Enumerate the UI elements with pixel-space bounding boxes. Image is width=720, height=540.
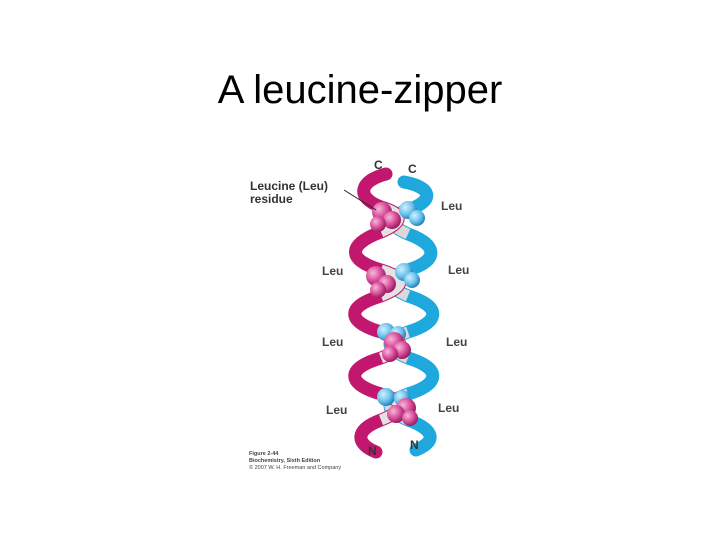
n-terminus-right-label: N xyxy=(410,438,419,452)
callout-line-1: Leucine (Leu) xyxy=(250,179,329,193)
leucine-zipper-figure: C C N N Leucine (Leu) residue Leu Leu Le… xyxy=(236,152,496,482)
leu-label: Leu xyxy=(326,403,348,417)
callout-line-2: residue xyxy=(250,192,293,206)
leu-label: Leu xyxy=(322,264,344,278)
leu-label: Leu xyxy=(448,263,470,277)
leucine-cluster xyxy=(377,388,418,426)
c-terminus-left-label: C xyxy=(374,158,383,172)
leucine-cluster xyxy=(377,323,411,362)
c-terminus-right-label: C xyxy=(408,162,417,176)
leucine-cluster xyxy=(370,201,425,232)
leu-label: Leu xyxy=(438,401,460,415)
leu-label: Leu xyxy=(441,199,463,213)
credit-book-title: Biochemistry, Sixth Edition xyxy=(249,458,321,464)
n-terminus-left-label: N xyxy=(368,444,377,458)
callout-pointer-line xyxy=(343,189,377,211)
leucine-residue-callout: Leucine (Leu) residue xyxy=(250,180,328,206)
figure-credit: Figure 2-44 Biochemistry, Sixth Edition … xyxy=(249,451,341,472)
slide-title: A leucine-zipper xyxy=(217,68,503,112)
coiled-coil-illustration xyxy=(343,167,440,459)
credit-copyright: © 2007 W. H. Freeman and Company xyxy=(249,465,342,471)
credit-figure-number: Figure 2-44 xyxy=(249,451,279,457)
leu-label: Leu xyxy=(446,335,468,349)
leu-label: Leu xyxy=(322,335,344,349)
leucine-cluster xyxy=(366,263,420,298)
